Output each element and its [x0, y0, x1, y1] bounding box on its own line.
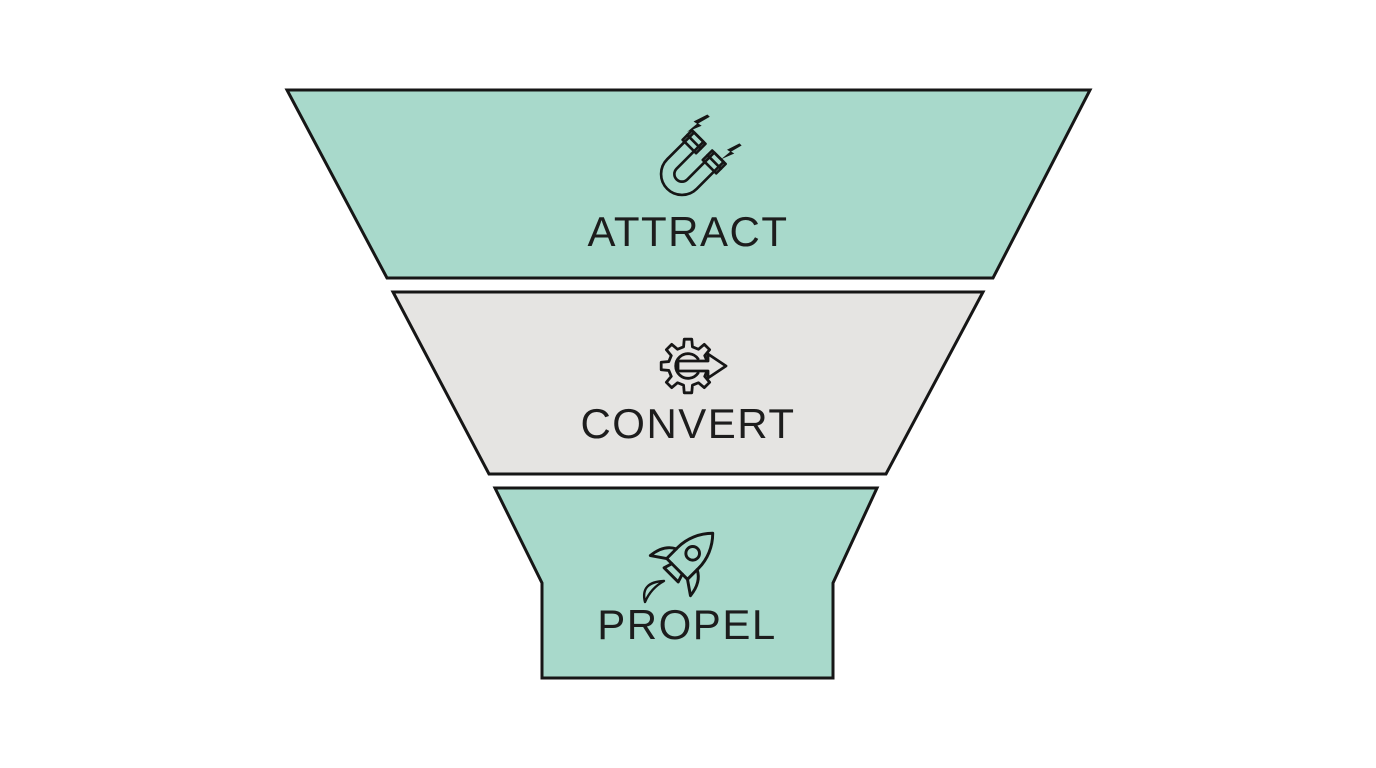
funnel-stage-attract-shape — [284, 88, 1093, 280]
rocket-fin-left — [648, 546, 678, 560]
magnet-pole-stripe-left — [686, 133, 703, 150]
rocket-window — [684, 545, 701, 562]
gear-arrow-icon — [659, 337, 728, 395]
rocket-nozzle — [662, 562, 684, 584]
funnel-stage-convert-shape — [390, 290, 986, 476]
lightning-bolt-icon — [686, 114, 710, 132]
rocket-icon — [643, 531, 715, 604]
stage-label-propel: PROPEL — [597, 601, 777, 648]
lightning-bolt-icon — [721, 143, 742, 160]
stage-label-attract: ATTRACT — [587, 208, 789, 255]
magnet-icon — [659, 114, 742, 197]
gear-outline — [659, 337, 717, 395]
rocket-fin-right — [686, 568, 700, 598]
right-arrow — [676, 352, 728, 380]
rocket-body — [665, 531, 715, 581]
stage-label-convert: CONVERT — [580, 400, 796, 447]
magnet-pole-stripe-right — [706, 153, 723, 170]
rocket-exhaust-swoosh — [643, 579, 666, 604]
funnel-stage-propel-shape — [492, 486, 880, 680]
gear-inner-ring — [674, 352, 700, 380]
magnet-body — [659, 131, 725, 197]
